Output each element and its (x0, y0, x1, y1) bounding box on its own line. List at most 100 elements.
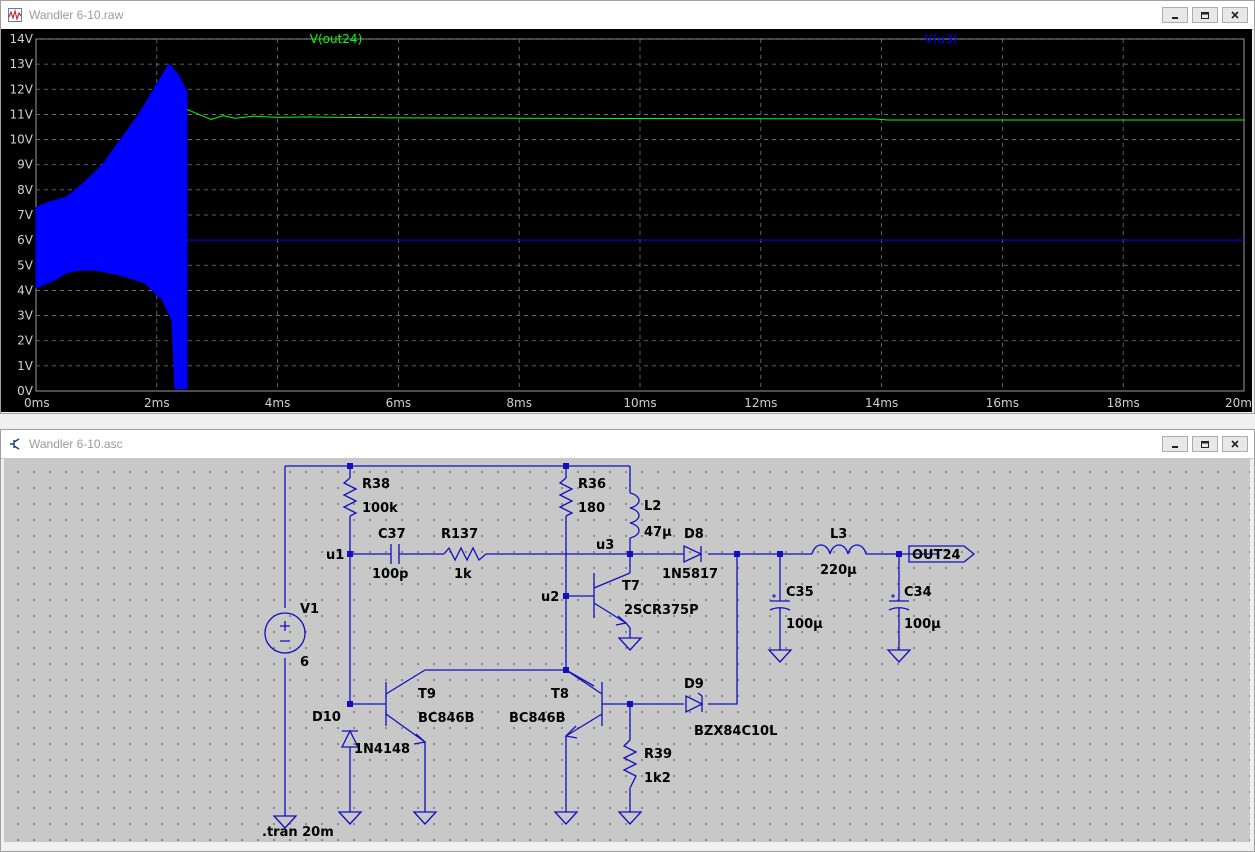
y-tick-label: 4V (17, 283, 34, 297)
label-d10-value: 1N4148 (354, 742, 410, 757)
schematic-window-title: Wandler 6-10.asc (29, 437, 123, 451)
label-v1-value: 6 (300, 655, 309, 670)
label-d9-value: BZX84C10L (694, 724, 777, 739)
restore-icon (1201, 441, 1209, 448)
label-l3-ref: L3 (830, 527, 847, 542)
minimize-button[interactable] (1162, 436, 1188, 452)
label-r39-ref: R39 (644, 747, 672, 762)
restore-icon (1201, 12, 1209, 19)
label-v1-ref: V1 (300, 602, 319, 617)
y-tick-label: 14V (10, 32, 34, 46)
minimize-icon (1172, 446, 1178, 448)
schematic-titlebar[interactable]: Wandler 6-10.asc (1, 430, 1254, 459)
schematic-canvas[interactable]: R38 100k R36 180 L2 47µ C37 100p R137 1k… (4, 458, 1250, 842)
y-tick-label: 6V (17, 233, 34, 247)
x-tick-label: 4ms (265, 396, 291, 410)
restore-button[interactable] (1192, 436, 1218, 452)
output-port (908, 545, 976, 563)
x-tick-label: 18ms (1107, 396, 1140, 410)
ground-symbol (767, 649, 793, 663)
restore-button[interactable] (1192, 7, 1218, 23)
label-d10-ref: D10 (312, 710, 341, 725)
x-tick-label: 20m (1225, 396, 1252, 410)
y-tick-label: 10V (10, 133, 34, 147)
spice-directive[interactable]: .tran 20m (262, 825, 334, 840)
y-tick-label: 11V (10, 107, 34, 121)
y-tick-label: 8V (17, 183, 34, 197)
label-r36-ref: R36 (578, 477, 606, 492)
label-l2-value: 47µ (644, 525, 672, 540)
label-c34-value: 100µ (904, 617, 941, 632)
label-c34-ref: C34 (904, 585, 932, 600)
ground-symbol (617, 637, 643, 651)
y-tick-label: 5V (17, 258, 34, 272)
label-l2-ref: L2 (644, 499, 661, 514)
zener-d9 (685, 692, 704, 714)
label-c35-ref: C35 (786, 585, 814, 600)
label-t7-ref: T7 (622, 579, 640, 594)
label-t9-value: BC846B (418, 711, 475, 726)
inductor-l2 (629, 492, 640, 539)
x-tick-label: 0ms (24, 396, 50, 410)
y-tick-label: 7V (17, 208, 34, 222)
capacitor-c35 (769, 590, 791, 621)
x-tick-label: 16ms (986, 396, 1019, 410)
y-tick-label: 13V (10, 57, 34, 71)
y-tick-label: 3V (17, 309, 34, 323)
wire (625, 622, 631, 638)
transistor-t7 (593, 572, 631, 626)
net-label-out24: OUT24 (912, 548, 961, 563)
label-d8-ref: D8 (684, 527, 704, 542)
legend-v-out24[interactable]: V(out24) (310, 32, 363, 46)
ground-symbol (272, 815, 298, 829)
label-r137-ref: R137 (441, 527, 478, 542)
y-tick-label: 12V (10, 82, 34, 96)
resistor-r137 (443, 546, 487, 562)
close-icon (1231, 11, 1239, 19)
label-t8-ref: T8 (551, 687, 569, 702)
label-t8-value: BC846B (509, 711, 566, 726)
close-icon (1231, 440, 1239, 448)
close-button[interactable] (1222, 436, 1248, 452)
label-r38-value: 100k (362, 501, 398, 516)
x-tick-label: 2ms (144, 396, 170, 410)
label-c37-ref: C37 (378, 527, 406, 542)
x-tick-label: 14ms (865, 396, 898, 410)
schematic-icon (7, 436, 23, 452)
transistor-t9 (385, 669, 427, 745)
capacitor-c37 (376, 544, 407, 564)
waveform-icon (7, 7, 23, 23)
legend-v-u3[interactable]: V(u3) (925, 32, 958, 46)
diode-d8 (683, 544, 703, 564)
waveform-plot[interactable]: 0V 1V 2V 3V 4V 5V 6V 7V 8V 9V 10V 11V 12V 13V 14V 0ms 2… (1, 29, 1252, 412)
minimize-button[interactable] (1162, 7, 1188, 23)
resistor-r38 (342, 477, 358, 517)
capacitor-c34 (888, 590, 910, 621)
x-tick-label: 10ms (623, 396, 656, 410)
waveform-chart: 0V 1V 2V 3V 4V 5V 6V 7V 8V 9V 10V 11V 12V 13V 14V 0ms 2… (10, 32, 1252, 410)
net-label-u1: u1 (326, 548, 344, 563)
resistor-r36 (558, 477, 574, 517)
waveform-titlebar[interactable]: Wandler 6-10.raw (1, 1, 1254, 30)
close-button[interactable] (1222, 7, 1248, 23)
ground-symbol (337, 811, 363, 825)
label-d8-value: 1N5817 (662, 567, 718, 582)
y-tick-label: 1V (17, 359, 34, 373)
label-l3-value: 220µ (820, 563, 857, 578)
y-tick-label: 0V (17, 384, 34, 398)
label-t7-value: 2SCR375P (624, 603, 699, 618)
ground-symbol (553, 811, 579, 825)
resistor-r39 (622, 739, 638, 789)
trace-v-u3-oscillation (35, 63, 188, 389)
waveform-window-title: Wandler 6-10.raw (29, 8, 124, 22)
label-r36-value: 180 (578, 501, 605, 516)
y-tick-label: 2V (17, 334, 34, 348)
v1-polarity (280, 621, 290, 642)
wire (708, 554, 738, 705)
net-label-u2: u2 (541, 590, 559, 605)
y-tick-label: 9V (17, 158, 34, 172)
label-c35-value: 100µ (786, 617, 823, 632)
polarity-marks (772, 594, 895, 598)
junctions (347, 463, 902, 707)
ground-symbol (886, 649, 912, 663)
